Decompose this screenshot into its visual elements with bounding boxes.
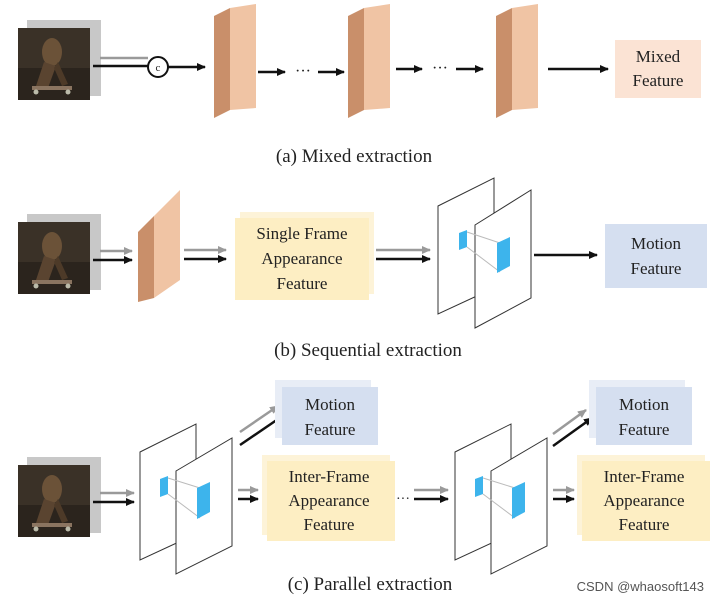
conv-block-1 [214, 4, 256, 118]
gray-arrow [552, 408, 587, 436]
svg-text:Inter-Frame: Inter-Frame [289, 467, 370, 486]
input-frame-image [18, 465, 90, 537]
caption-b: (b) Sequential extraction [274, 340, 462, 361]
small-cube [475, 476, 483, 497]
conv-block-2 [348, 4, 390, 118]
input-frames-b [18, 214, 101, 294]
temporal-planes-b [437, 177, 532, 329]
temporal-planes-c1 [139, 423, 233, 575]
svg-text:Feature: Feature [633, 71, 684, 90]
row-b: Single Frame Appearance Feature Motion F… [18, 177, 707, 361]
inter-frame-appearance-box-c1: Inter-Frame Appearance Feature [262, 455, 395, 541]
ellipsis: ··· [295, 63, 311, 80]
black-arrow [552, 416, 593, 448]
svg-text:Appearance: Appearance [603, 491, 684, 510]
large-cube [497, 237, 510, 273]
motion-feature-box-b: Motion Feature [605, 224, 707, 288]
svg-text:Mixed: Mixed [636, 47, 681, 66]
svg-text:Appearance: Appearance [261, 249, 342, 268]
input-frame-image [18, 28, 90, 100]
motion-feature-box-c2: Motion Feature [589, 380, 692, 445]
svg-text:Feature: Feature [304, 515, 355, 534]
single-frame-appearance-box: Single Frame Appearance Feature [235, 212, 374, 300]
svg-text:Appearance: Appearance [288, 491, 369, 510]
svg-text:Motion: Motion [619, 395, 670, 414]
svg-text:Feature: Feature [619, 420, 670, 439]
large-cube [197, 482, 210, 519]
svg-text:Feature: Feature [305, 420, 356, 439]
concat-symbol: c [156, 62, 161, 74]
row-c: Motion Feature Inter-Frame Appearance Fe… [18, 380, 710, 595]
motion-feature-box-c1: Motion Feature [275, 380, 378, 445]
svg-text:Feature: Feature [619, 515, 670, 534]
svg-text:Inter-Frame: Inter-Frame [604, 467, 685, 486]
ellipsis: ··· [396, 492, 410, 507]
small-cube [160, 476, 168, 497]
mixed-feature-box: Mixed Feature [615, 40, 701, 98]
svg-text:Feature: Feature [631, 259, 682, 278]
input-frames-c [18, 457, 101, 537]
input-frames-a [18, 20, 101, 100]
svg-text:Feature: Feature [277, 274, 328, 293]
temporal-planes-c2 [454, 423, 548, 575]
ellipsis: ··· [432, 60, 448, 77]
small-cube [459, 230, 467, 250]
large-cube [512, 482, 525, 519]
svg-text:Motion: Motion [305, 395, 356, 414]
gray-arrow [239, 404, 279, 434]
input-frame-image [18, 222, 90, 294]
svg-text:Single Frame: Single Frame [256, 224, 347, 243]
conv-block-3 [496, 4, 538, 118]
caption-a: (a) Mixed extraction [276, 146, 433, 167]
row-a: c ··· ··· Mixed Feature (a) Mixed extrac… [18, 4, 701, 167]
inter-frame-appearance-box-c2: Inter-Frame Appearance Feature [577, 455, 710, 541]
caption-c: (c) Parallel extraction [288, 574, 453, 595]
watermark: CSDN @whaosoft143 [577, 579, 704, 594]
conv-block-b [138, 190, 180, 302]
svg-text:Motion: Motion [631, 234, 682, 253]
